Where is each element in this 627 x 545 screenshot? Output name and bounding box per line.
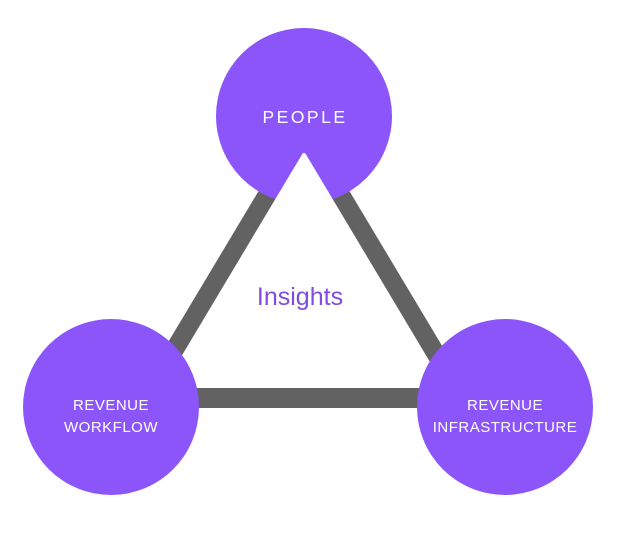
people-label: PEOPLE [262, 107, 347, 127]
revenue-workflow-label-line2: WORKFLOW [64, 419, 158, 436]
revenue-infrastructure-label-line1: REVENUE [467, 397, 543, 414]
revenue-workflow-label-line1: REVENUE [73, 397, 149, 414]
inner-triangle [164, 153, 444, 388]
people-circle [216, 28, 392, 204]
insights-label: Insights [257, 283, 343, 311]
revenue-workflow-circle [23, 319, 199, 495]
revenue-infrastructure-circle [417, 319, 593, 495]
revenue-infrastructure-label-line2: INFRASTRUCTURE [433, 419, 578, 436]
